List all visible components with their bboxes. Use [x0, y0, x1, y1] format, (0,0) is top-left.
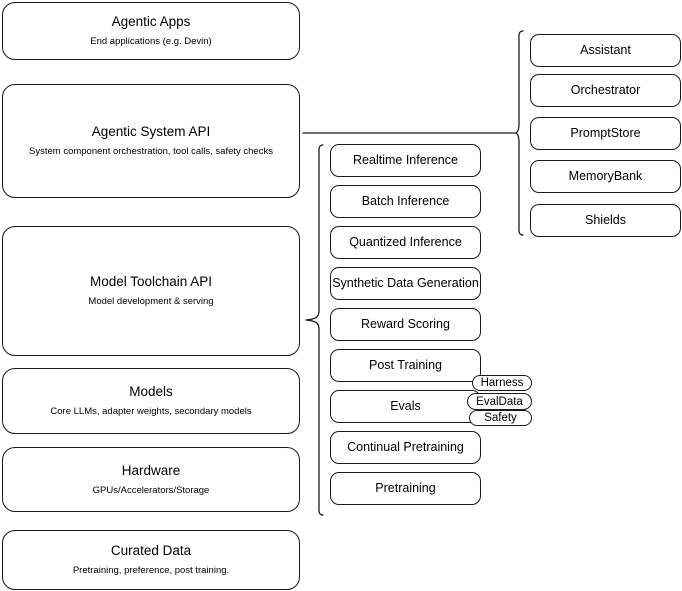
component-label: Shields	[585, 212, 626, 227]
layer-models[interactable]: Models Core LLMs, adapter weights, secon…	[2, 368, 300, 434]
layer-title: Models	[129, 384, 173, 400]
eval-tag-label: Safety	[484, 412, 517, 424]
component-continual-pretraining[interactable]: Continual Pretraining	[330, 431, 481, 464]
layer-agentic-apps[interactable]: Agentic Apps End applications (e.g. Devi…	[2, 2, 300, 60]
component-memorybank[interactable]: MemoryBank	[530, 160, 681, 193]
component-label: Realtime Inference	[353, 152, 458, 167]
component-label: Synthetic Data Generation	[332, 275, 479, 290]
component-assistant[interactable]: Assistant	[530, 34, 681, 67]
component-label: MemoryBank	[568, 168, 643, 183]
layer-agentic-system-api[interactable]: Agentic System API System component orch…	[2, 84, 300, 198]
layer-title: Model Toolchain API	[89, 274, 213, 290]
eval-tag-evaldata[interactable]: EvalData	[467, 393, 532, 410]
layer-subtitle: End applications (e.g. Devin)	[90, 36, 212, 47]
layer-title: Agentic Apps	[111, 14, 191, 30]
layer-subtitle: Core LLMs, adapter weights, secondary mo…	[50, 406, 252, 417]
brace-system-components	[515, 30, 524, 236]
component-label: Post Training	[369, 357, 442, 372]
layer-subtitle: GPUs/Accelerators/Storage	[92, 484, 210, 496]
layer-title: Hardware	[121, 462, 181, 478]
component-orchestrator[interactable]: Orchestrator	[530, 74, 681, 107]
component-realtime-inference[interactable]: Realtime Inference	[330, 144, 481, 177]
component-label: Orchestrator	[570, 82, 641, 97]
eval-tag-label: Harness	[480, 377, 524, 389]
component-label: Continual Pretraining	[347, 439, 464, 454]
component-synthetic-data-generation[interactable]: Synthetic Data Generation	[330, 267, 481, 300]
component-label: Pretraining	[375, 480, 436, 495]
component-batch-inference[interactable]: Batch Inference	[330, 185, 481, 218]
component-evals[interactable]: Evals	[330, 390, 481, 423]
layer-title: Agentic System API	[91, 124, 211, 140]
component-label: Assistant	[580, 42, 631, 57]
component-reward-scoring[interactable]: Reward Scoring	[330, 308, 481, 341]
component-label: Batch Inference	[361, 193, 450, 208]
layer-model-toolchain-api[interactable]: Model Toolchain API Model development & …	[2, 226, 300, 356]
component-label: Evals	[390, 398, 421, 413]
layer-curated-data[interactable]: Curated Data Pretraining, preference, po…	[2, 530, 300, 590]
component-shields[interactable]: Shields	[530, 204, 681, 237]
layer-subtitle: System component orchestration, tool cal…	[29, 146, 273, 157]
brace-toolchain-components	[305, 144, 324, 516]
component-pretraining[interactable]: Pretraining	[330, 472, 481, 505]
layer-subtitle: Model development & serving	[88, 296, 214, 307]
layer-subtitle: Pretraining, preference, post training.	[72, 565, 230, 576]
eval-tag-harness[interactable]: Harness	[472, 375, 532, 391]
eval-tag-label: EvalData	[476, 395, 523, 408]
component-label: Quantized Inference	[349, 234, 462, 249]
component-quantized-inference[interactable]: Quantized Inference	[330, 226, 481, 259]
layer-hardware[interactable]: Hardware GPUs/Accelerators/Storage	[2, 447, 300, 512]
component-label: PromptStore	[570, 125, 641, 140]
component-promptstore[interactable]: PromptStore	[530, 117, 681, 150]
layer-title: Curated Data	[110, 543, 192, 559]
eval-tag-safety[interactable]: Safety	[469, 410, 532, 426]
component-label: Reward Scoring	[361, 316, 450, 331]
component-post-training[interactable]: Post Training	[330, 349, 481, 382]
